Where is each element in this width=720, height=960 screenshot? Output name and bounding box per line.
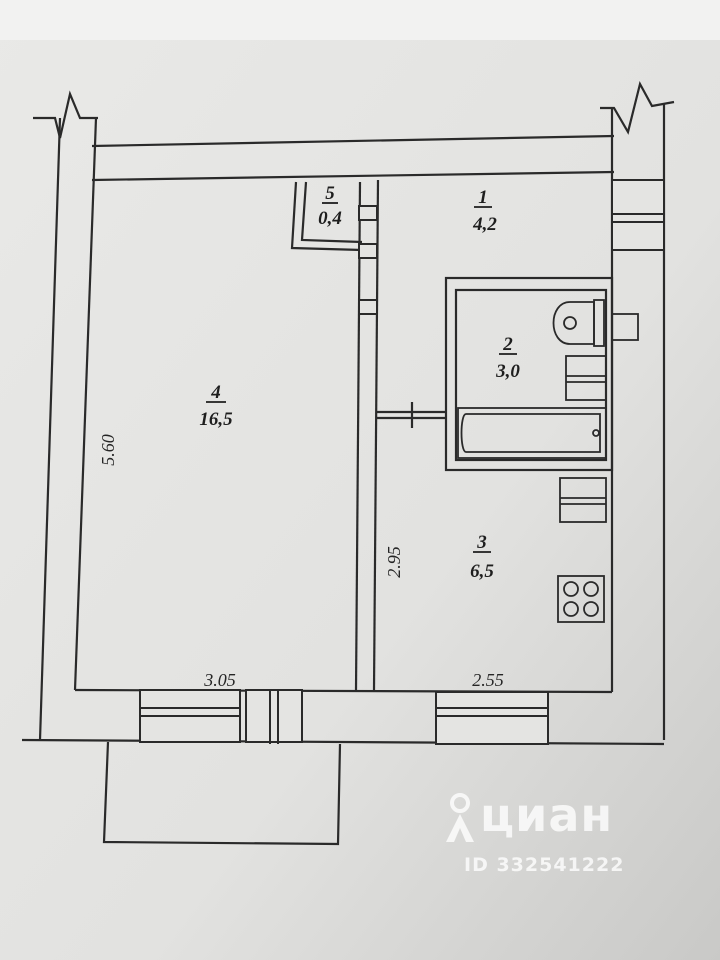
dim-left-height: 5.60 bbox=[98, 434, 118, 466]
room-4-number: 4 bbox=[210, 382, 221, 403]
dim-partition: 2.95 bbox=[384, 546, 404, 578]
toilet-icon bbox=[552, 299, 639, 347]
fixtures bbox=[457, 299, 639, 623]
partition-left-edge bbox=[354, 181, 362, 691]
room-5-label: 5 0,4 bbox=[318, 183, 342, 229]
room-1-number: 1 bbox=[478, 187, 488, 208]
washbasin-icon bbox=[565, 355, 607, 401]
room-labels: 5 0,4 1 4,2 2 3,0 4 16,5 3 6,5 bbox=[199, 183, 520, 582]
watermark-id: ID 332541222 bbox=[464, 854, 625, 876]
room-3-number: 3 bbox=[476, 532, 487, 553]
stove-icon bbox=[557, 575, 605, 623]
closet-wall bbox=[290, 181, 363, 252]
room-4-area: 16,5 bbox=[199, 409, 233, 430]
room-3-area: 6,5 bbox=[470, 561, 494, 582]
bathtub-icon bbox=[457, 407, 607, 459]
bathroom-outer-wall bbox=[444, 276, 614, 472]
room-5-area: 0,4 bbox=[318, 208, 342, 229]
inner-wall-left bbox=[73, 117, 98, 691]
partition-right-edge bbox=[372, 179, 380, 691]
dim-bottom-left: 3.05 bbox=[203, 670, 236, 690]
location-pin-icon bbox=[446, 793, 474, 842]
outer-wall-top bbox=[91, 134, 615, 148]
door-closet bbox=[358, 205, 378, 221]
room-3-label: 3 6,5 bbox=[470, 532, 494, 582]
walls bbox=[21, 80, 675, 746]
paper-top-edge bbox=[0, 0, 720, 40]
room-2-label: 2 3,0 bbox=[495, 334, 520, 382]
room-1-label: 1 4,2 bbox=[472, 187, 497, 235]
kitchen-sink-icon bbox=[559, 477, 607, 523]
window-kitchen bbox=[435, 691, 549, 745]
outer-wall-bottom bbox=[21, 738, 665, 746]
door-hall-2 bbox=[358, 299, 378, 315]
room-1-area: 4,2 bbox=[472, 214, 497, 235]
dimension-labels: 5.60 2.95 3.05 2.55 bbox=[98, 434, 504, 690]
room-5-number: 5 bbox=[325, 183, 335, 204]
wall-break-left bbox=[33, 90, 98, 139]
window-right bbox=[611, 179, 665, 251]
watermark: циан ID 332541222 bbox=[440, 786, 670, 886]
outer-wall-left bbox=[38, 117, 62, 741]
room-2-area: 3,0 bbox=[495, 361, 520, 382]
dim-bottom-right: 2.55 bbox=[472, 670, 504, 690]
room-2-number: 2 bbox=[502, 334, 513, 355]
watermark-brand: циан bbox=[480, 788, 614, 842]
bottom-openings bbox=[139, 689, 549, 745]
inner-wall-top bbox=[91, 170, 615, 182]
openings bbox=[358, 205, 378, 315]
balcony bbox=[102, 741, 342, 846]
closet-wall-inner bbox=[300, 181, 363, 244]
room-4-label: 4 16,5 bbox=[199, 382, 233, 430]
balcony-door bbox=[245, 689, 303, 743]
door-hall-1 bbox=[358, 243, 378, 259]
